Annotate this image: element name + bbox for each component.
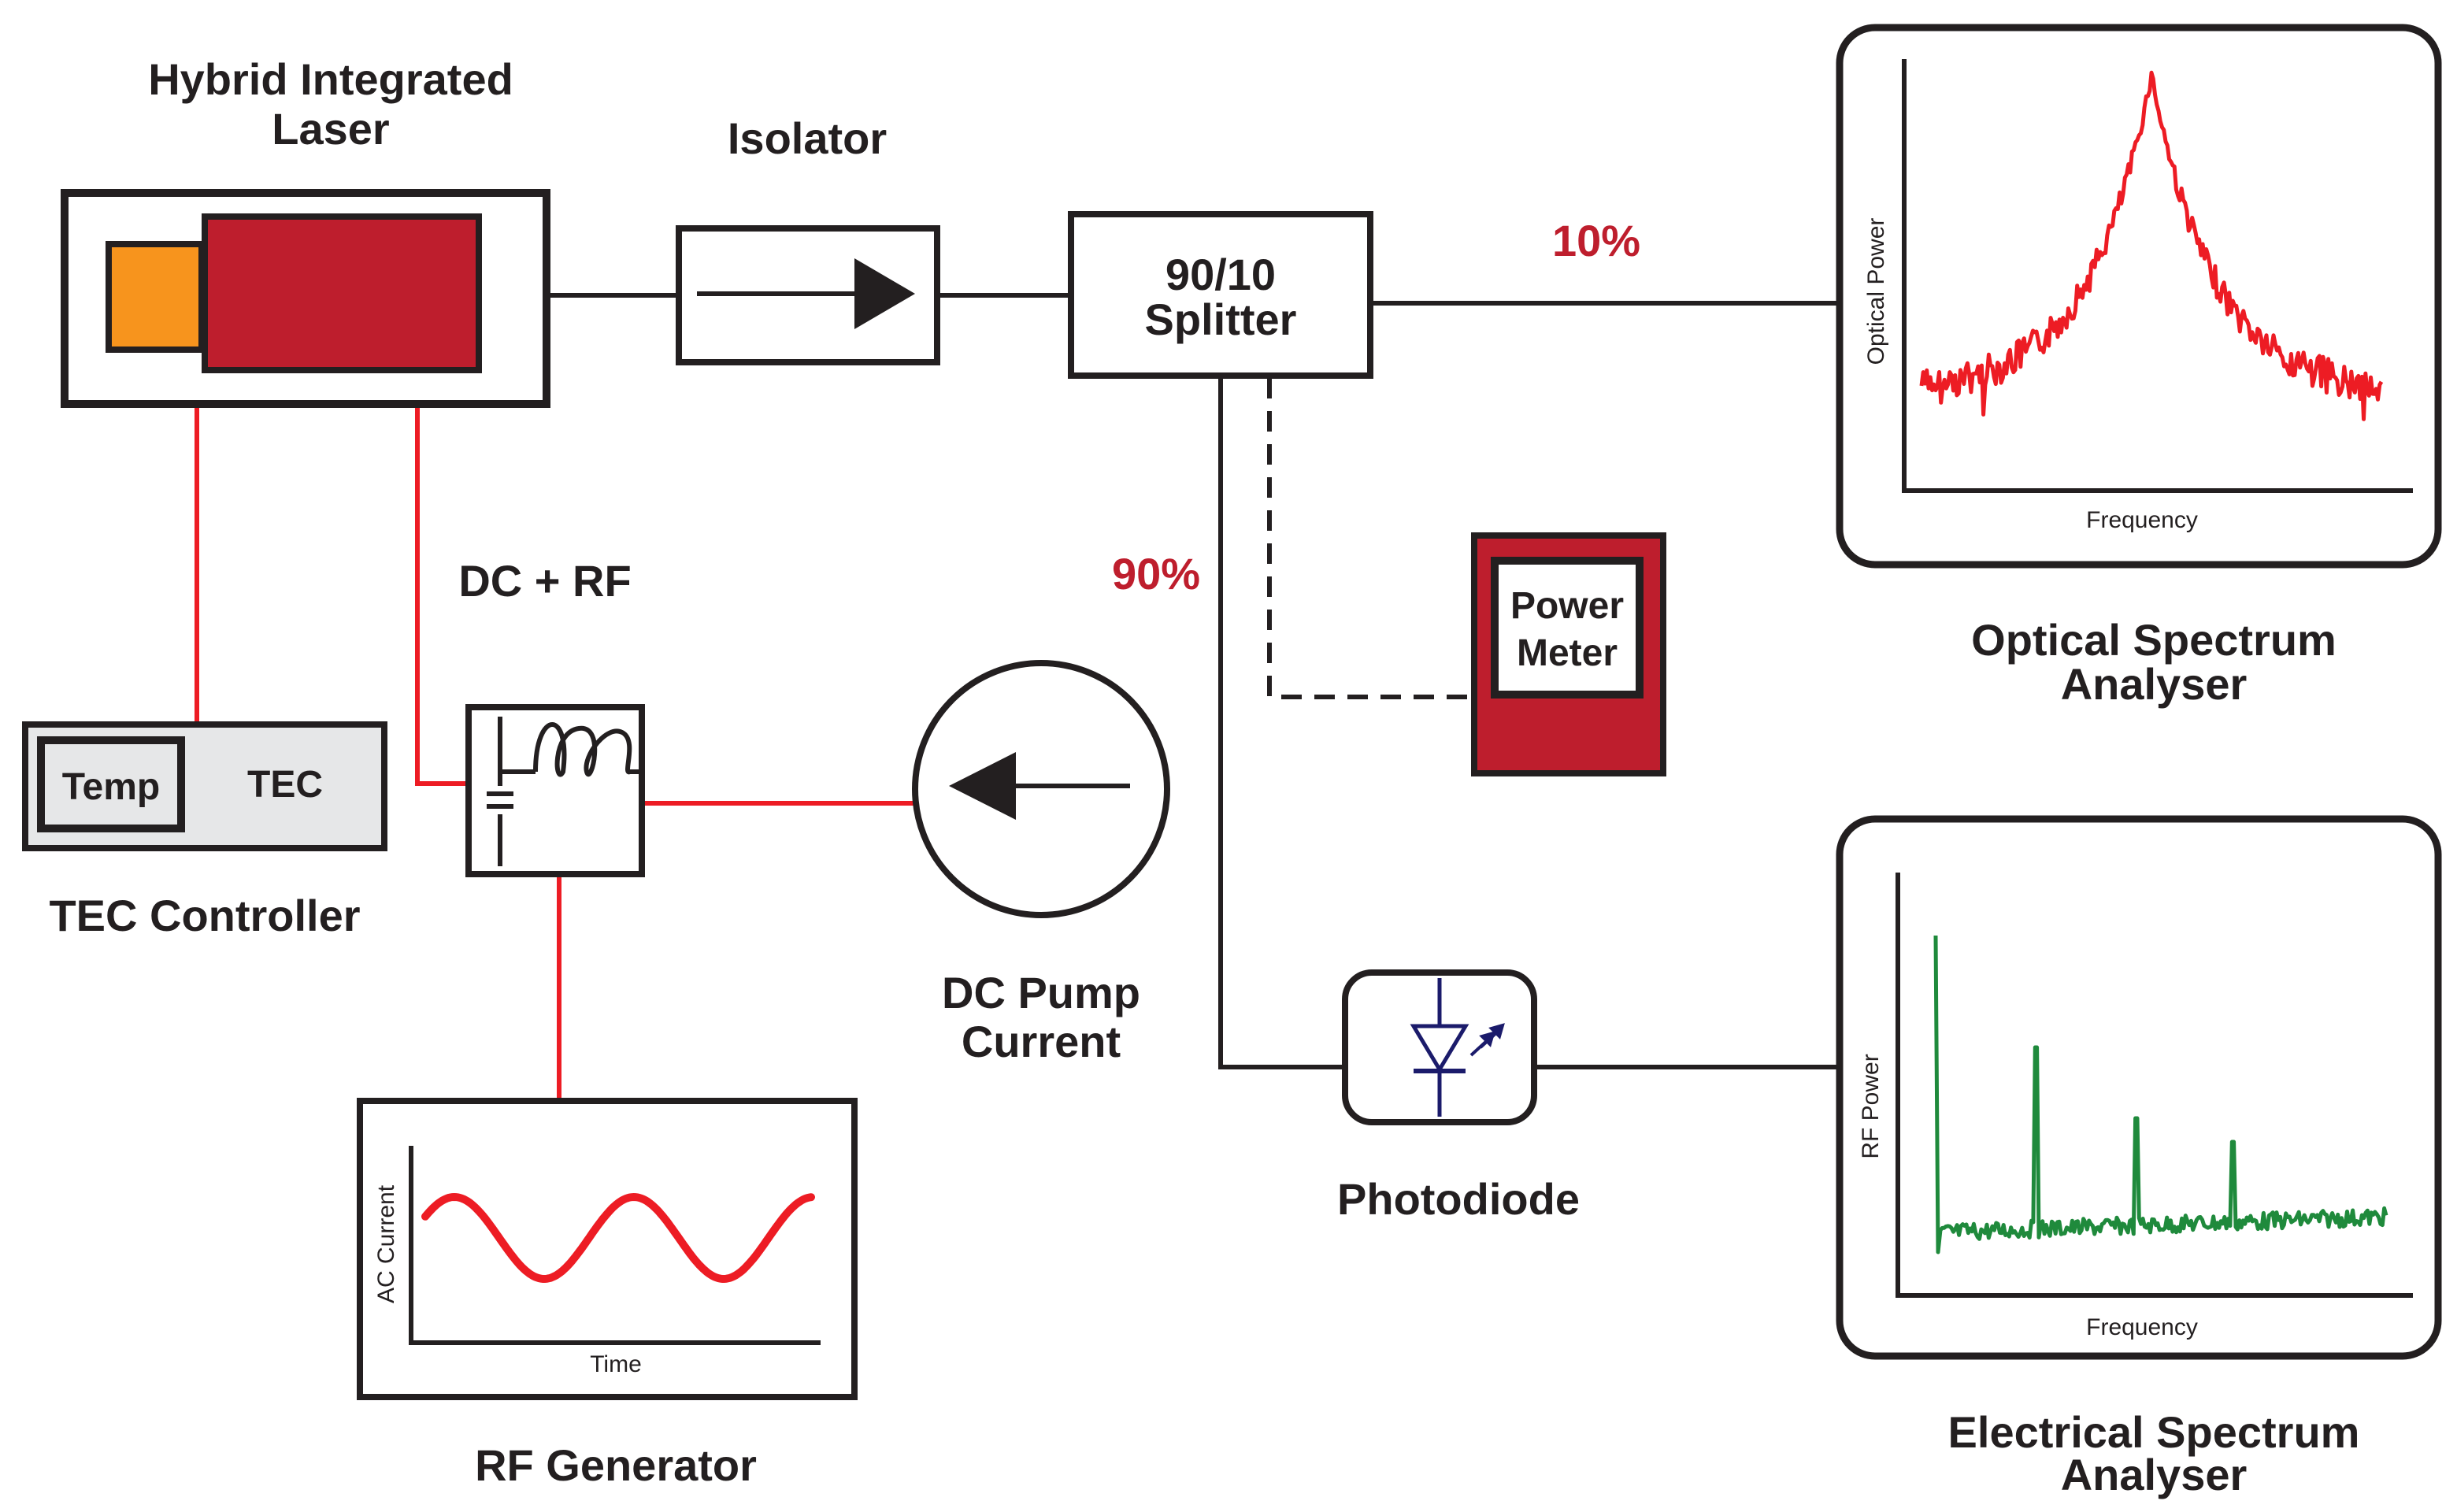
bias-tee [465, 704, 645, 877]
optical-spectrum-analyser: Optical Power Frequency Optical Spectrum… [1836, 24, 2442, 709]
osa-spectrum-trace [1919, 70, 2384, 421]
dc-pump-label-line1: DC Pump [942, 968, 1140, 1017]
current-source-arrow-head [949, 752, 1016, 820]
osa-label-line2: Analyser [2061, 659, 2248, 709]
esa-screen [1836, 815, 2442, 1360]
optical-connections [547, 293, 1840, 1069]
dc-rf-label: DC + RF [458, 556, 631, 606]
esa-xlabel: Frequency [2086, 1314, 2198, 1340]
rf-generator: AC Current Time RF Generator [357, 1098, 858, 1490]
rf-generator-ylabel: AC Current [373, 1184, 399, 1303]
esa-label-line1: Electrical Spectrum [1948, 1407, 2360, 1457]
power-meter-label-line2: Meter [1517, 632, 1618, 674]
splitter-to-photodiode-fiber [1218, 378, 1345, 1069]
photodiode-triangle [1410, 1024, 1469, 1073]
splitter-to-power-meter-dashed [1267, 378, 1474, 699]
rf-generator-label: RF Generator [475, 1440, 757, 1490]
esa-spectrum-trace [1933, 935, 2388, 1254]
rf-generator-xlabel: Time [590, 1351, 642, 1377]
tec-controller-label: TEC Controller [49, 891, 360, 940]
tec-controller: Temp TEC TEC Controller [22, 721, 387, 940]
bias-tee-circuit [487, 717, 642, 866]
osa-screen [1836, 24, 2442, 569]
splitter-label-line1: 90/10 [1166, 250, 1276, 299]
laser-title-line1: Hybrid Integrated [148, 54, 513, 104]
osa-axes [1902, 59, 2413, 493]
esa-label-line2: Analyser [2061, 1450, 2248, 1499]
photodiode: Photodiode [1337, 969, 1580, 1224]
laser-to-bias-tee-wire [415, 406, 469, 786]
splitter-label-line2: Splitter [1145, 295, 1297, 344]
osa-ylabel: Optical Power [1863, 218, 1889, 365]
ninety-percent-label: 90% [1112, 549, 1200, 598]
isolator-arrow-head [854, 258, 915, 329]
rf-generator-sine-wave [421, 1192, 815, 1283]
photodiode-label: Photodiode [1337, 1174, 1580, 1224]
dc-pump-current: DC Pump Current [912, 660, 1170, 1066]
current-source-circle [912, 660, 1170, 918]
tec-temp-display [37, 736, 185, 832]
electrical-spectrum-analyser: RF Power Frequency Electrical Spectrum A… [1836, 815, 2442, 1499]
electrical-connections [195, 406, 914, 1101]
esa-ylabel: RF Power [1858, 1054, 1884, 1158]
power-meter-label-line1: Power [1510, 585, 1624, 627]
photodiode-light-arrows [1469, 1023, 1505, 1057]
rf-generator-box [357, 1098, 858, 1400]
bias-tee-box [465, 704, 645, 877]
splitter-box [1068, 211, 1373, 379]
tec-tec-label: TEC [247, 764, 323, 806]
osa-label-line1: Optical Spectrum [1971, 615, 2337, 665]
laser-title-line2: Laser [272, 104, 389, 154]
laser-gain-chip [106, 241, 205, 353]
osa-xlabel: Frequency [2086, 507, 2198, 533]
esa-axes [1896, 873, 2413, 1298]
power-meter: Power Meter [1471, 532, 1666, 776]
bias-tee-inductor-coil [533, 722, 642, 777]
rf-generator-axes [409, 1146, 821, 1345]
laser-waveguide-chip [202, 213, 482, 373]
splitter: 90/10 Splitter [1068, 211, 1373, 379]
power-meter-display [1491, 557, 1644, 699]
isolator-label: Isolator [728, 113, 887, 163]
dc-pump-label-line2: Current [962, 1017, 1121, 1066]
tec-temp-label: Temp [62, 766, 160, 808]
isolator: Isolator [676, 113, 940, 365]
hybrid-laser: Hybrid Integrated Laser [61, 54, 550, 408]
ten-percent-label: 10% [1552, 216, 1640, 265]
